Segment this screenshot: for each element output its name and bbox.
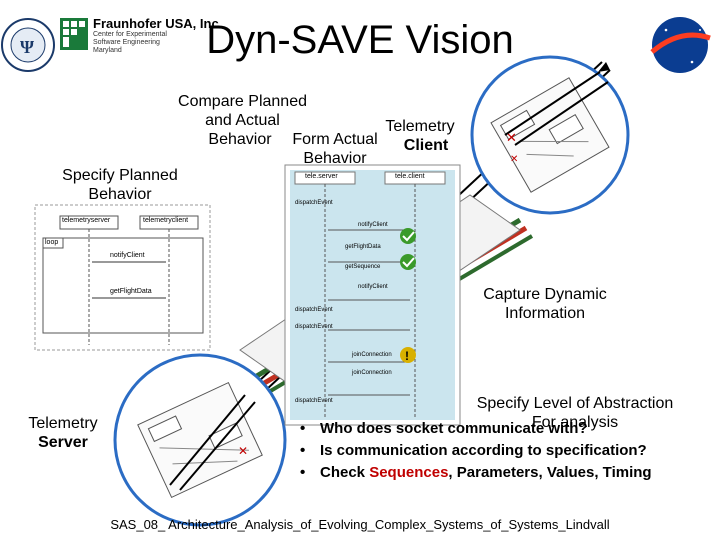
svg-text:✕: ✕ <box>510 154 518 165</box>
abstraction-label: Specify Level of Abstraction For analysi… <box>455 394 695 432</box>
actual-msg-8: joinConnection <box>352 352 392 358</box>
bullet-list: • Who does socket communicate with? • Is… <box>300 418 720 484</box>
bullet-text-3-post: , Parameters, Values, Timing <box>448 464 652 481</box>
actual-sequence-diagram: ! <box>284 164 461 426</box>
check-icon <box>400 228 416 244</box>
fraunhofer-logo-mark <box>60 18 88 50</box>
telemetry-server-line-1: Telemetry <box>28 415 98 432</box>
bullet-text-3: Check Sequences, Parameters, Values, Tim… <box>320 462 652 484</box>
planned-msg-1: notifyClient <box>110 252 145 259</box>
capture-line-2: Information <box>504 305 586 322</box>
specify-planned-line-2: Behavior <box>88 186 152 203</box>
slide-footer: SAS_08_ Architecture_Analysis_of_Evolvin… <box>110 517 610 532</box>
nasa-logo <box>650 17 711 73</box>
planned-msg-2: getFlightData <box>110 288 152 295</box>
svg-text:✕: ✕ <box>238 444 248 458</box>
bullet-item: • Is communication according to specific… <box>300 440 720 462</box>
telemetry-server-line-2: Server <box>38 434 88 451</box>
telemetry-client-label: Telemetry Client <box>375 117 465 155</box>
bullet-text-3-pre: Check <box>320 464 370 481</box>
planned-sequence-diagram <box>34 204 211 351</box>
svg-text:!: ! <box>405 349 409 363</box>
planned-obj-1: telemetryserver <box>62 217 111 224</box>
planned-obj-2: telemetryclient <box>143 217 189 224</box>
specify-planned-line-1: Specify Planned <box>62 167 178 184</box>
svg-text:Ψ: Ψ <box>20 37 34 57</box>
fraunhofer-sub-1: Center for Experimental <box>93 31 167 38</box>
capture-line-1: Capture Dynamic <box>483 286 607 303</box>
compare-line-3: Behavior <box>208 131 272 148</box>
warning-icon <box>400 347 416 363</box>
fraunhofer-sub-2: Software Engineering <box>93 39 160 46</box>
actual-msg-3: getFlightData <box>345 244 381 250</box>
bullet-item: • Who does socket communicate with? <box>300 418 720 440</box>
compare-label: Compare Planned and Actual <box>155 92 330 130</box>
actual-msg-7: dispatchEvent <box>295 324 333 330</box>
actual-msg-9: joinConnection <box>352 370 392 376</box>
actual-msg-4: getSequence <box>345 264 381 270</box>
actual-msg-5: notifyClient <box>358 284 388 290</box>
form-actual-label: Form Actual Behavior <box>280 130 390 168</box>
fraunhofer-name: Fraunhofer USA, Inc <box>93 16 219 31</box>
actual-msg-1: dispatchEvent <box>295 200 333 206</box>
jhu-seal-logo: Ψ <box>1 18 55 72</box>
fraunhofer-logo: Fraunhofer USA, Inc Center for Experimen… <box>93 16 219 55</box>
compare-line-2: and Actual <box>205 112 280 129</box>
abstraction-line-1: Specify Level of Abstraction <box>476 395 674 412</box>
telemetry-server-label: Telemetry Server <box>18 414 108 452</box>
form-actual-line-1: Form Actual <box>292 131 378 148</box>
actual-msg-6: dispatchEvent <box>295 307 333 313</box>
actual-obj-2: tele.client <box>395 173 425 180</box>
form-actual-line-2: Behavior <box>303 150 367 167</box>
compare-line-1: Compare Planned <box>178 93 307 110</box>
slide-title: Dyn-SAVE Vision <box>206 18 514 62</box>
telemetry-client-line-1: Telemetry <box>385 118 455 135</box>
bullet-text-2: Is communication according to specificat… <box>320 442 647 459</box>
planned-loop: loop <box>45 239 59 246</box>
specify-planned-label: Specify Planned Behavior <box>45 166 195 204</box>
bullet-item: • Check Sequences, Parameters, Values, T… <box>300 462 720 484</box>
svg-text:✕: ✕ <box>506 130 517 145</box>
actual-msg-2: notifyClient <box>358 222 388 228</box>
server-circle: ✕ <box>113 353 287 527</box>
check-icon <box>400 254 416 270</box>
actual-obj-1: tele.server <box>305 173 338 180</box>
capture-label: Capture Dynamic Information <box>460 285 630 323</box>
bullet-text-1: Who does socket communicate with? <box>320 420 588 437</box>
actual-msg-10: dispatchEvent <box>295 398 333 404</box>
telemetry-client-line-2: Client <box>403 137 449 154</box>
abstraction-line-2: For analysis <box>531 414 619 431</box>
client-circle: ✕ ✕ <box>470 55 630 215</box>
sequences-highlight: Sequences <box>369 464 449 481</box>
fraunhofer-sub-3: Maryland <box>93 47 122 54</box>
